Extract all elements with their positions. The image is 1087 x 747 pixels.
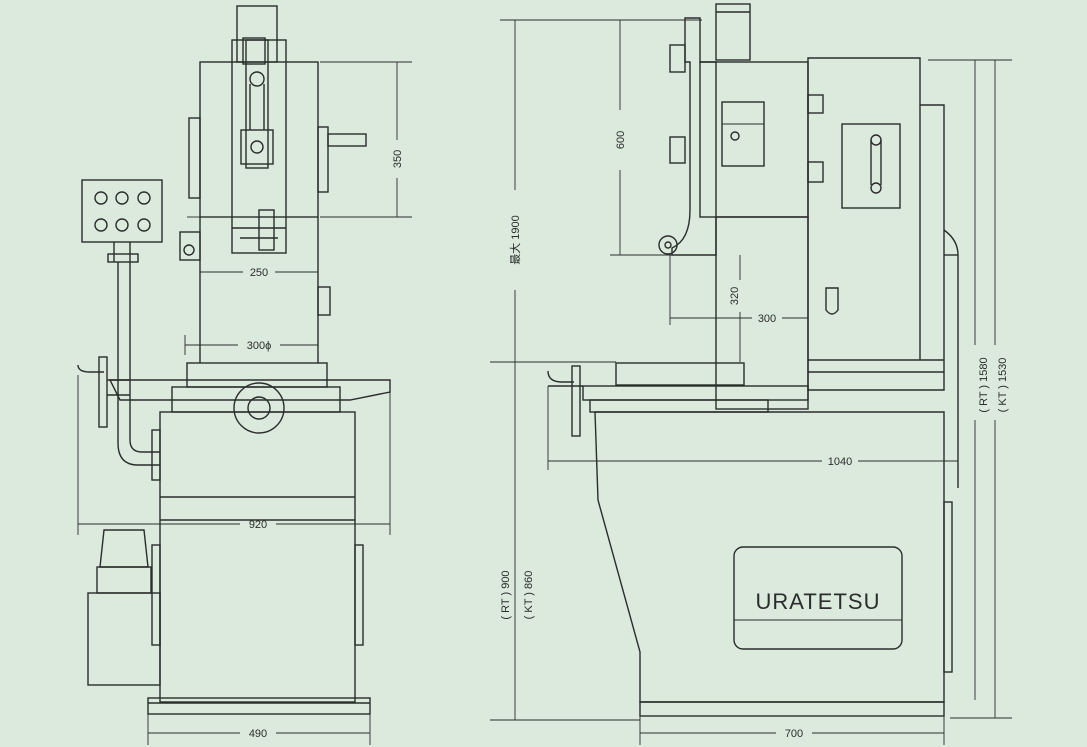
brand-logo: URATETSU bbox=[756, 589, 881, 614]
dim-max-1900: 最大 1900 bbox=[508, 215, 522, 265]
dim-kt-860: ( KT ) 860 bbox=[523, 571, 535, 620]
dim-600: 600 bbox=[615, 131, 627, 149]
dim-350: 350 bbox=[392, 150, 404, 168]
front-view bbox=[77, 5, 391, 715]
front-dimensions: 350 250 300ϕ 920 490 bbox=[77, 61, 412, 745]
side-dimensions: 最大 1900 600 320 300 1040 ( RT ) 900 ( KT… bbox=[490, 19, 1012, 745]
dim-490: 490 bbox=[249, 728, 267, 740]
dim-300-dia: 300ϕ bbox=[247, 340, 272, 352]
dim-920: 920 bbox=[249, 519, 267, 531]
side-view: URATETSU bbox=[547, 3, 959, 717]
dim-320: 320 bbox=[729, 287, 741, 305]
dim-700: 700 bbox=[785, 728, 803, 740]
dim-rt-900: ( RT ) 900 bbox=[500, 570, 512, 619]
dim-kt-1530: ( KT ) 1530 bbox=[997, 358, 1009, 413]
dim-300: 300 bbox=[758, 313, 776, 325]
dim-250: 250 bbox=[250, 267, 268, 279]
dim-1040: 1040 bbox=[828, 456, 852, 468]
dim-rt-1580: ( RT ) 1580 bbox=[978, 357, 990, 412]
